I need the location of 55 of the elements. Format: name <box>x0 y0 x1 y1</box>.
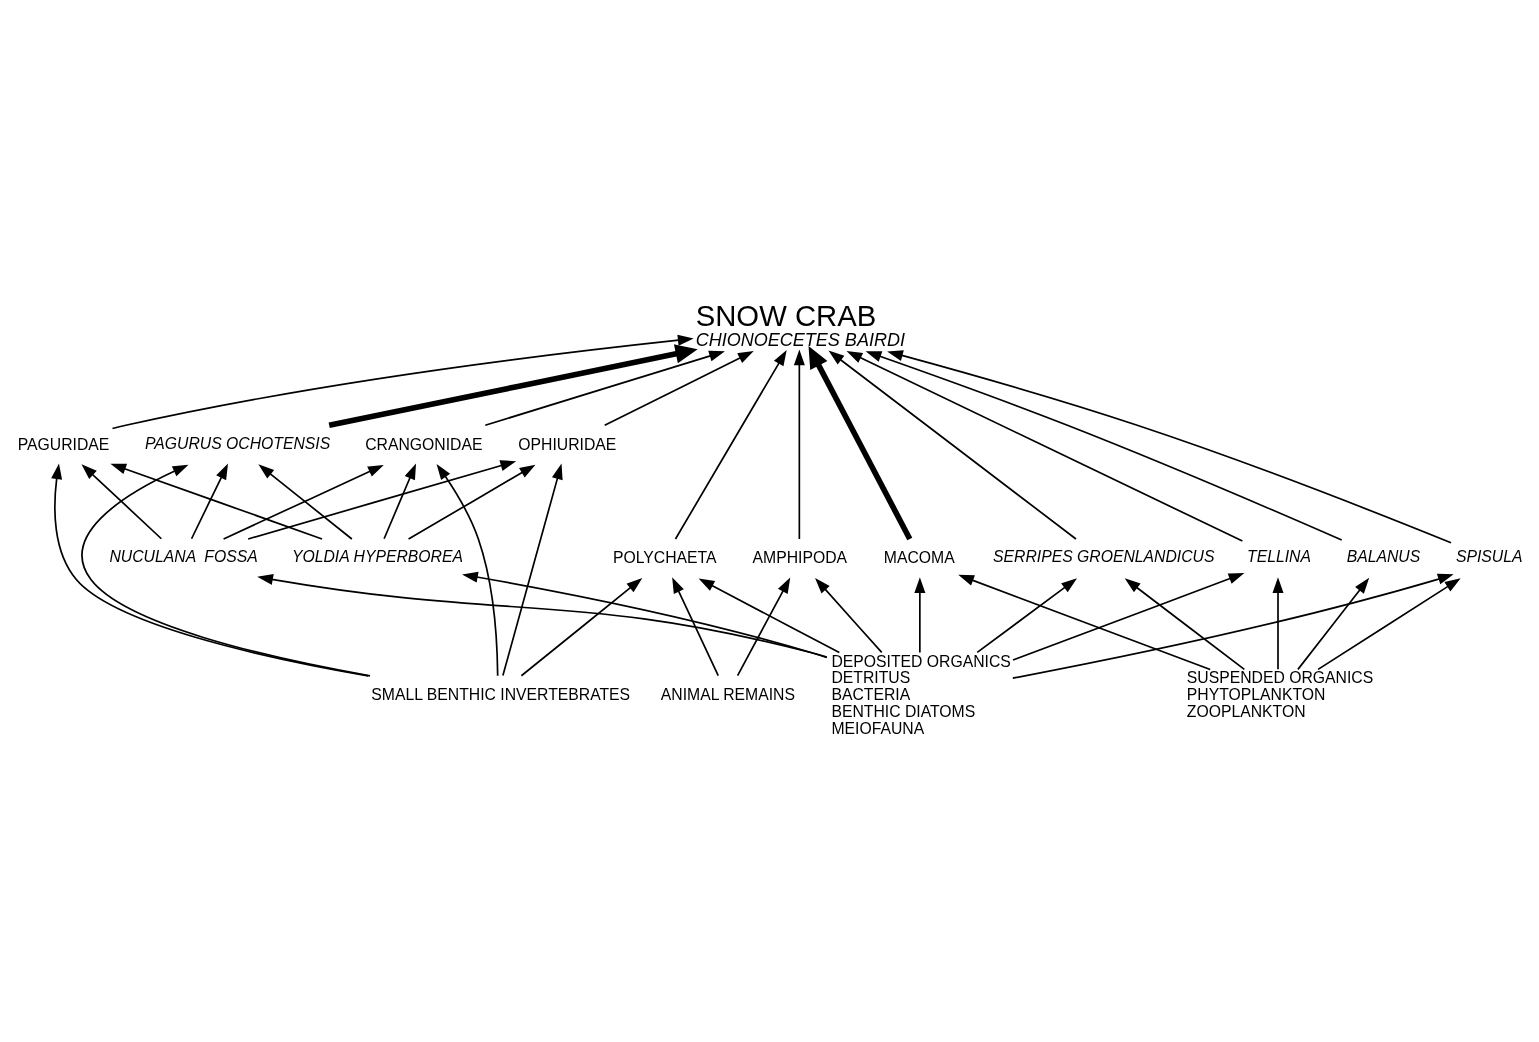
arrow <box>484 350 725 427</box>
arrow <box>698 578 841 654</box>
node-text: AMPHIPODA <box>752 549 848 567</box>
node-text: SUSPENDED ORGANICS PHYTOPLANKTON ZOOPLANKTON <box>1186 669 1374 721</box>
arrow <box>846 351 1244 542</box>
arrow <box>603 351 754 427</box>
arrow <box>190 463 228 540</box>
arrow <box>793 349 805 540</box>
arrow <box>110 463 323 540</box>
arrow <box>502 463 563 677</box>
node-text: TELLINA <box>1247 548 1311 566</box>
node-text: DEPOSITED ORGANICS DETRITUS BACTERIA BENTHIC DIATOMS MEIOFAUNA <box>831 652 1011 738</box>
arrow <box>257 574 828 658</box>
arrow <box>1011 573 1454 679</box>
arrow <box>815 577 883 654</box>
arrow <box>247 460 517 540</box>
node-text: ANIMAL REMAINS <box>660 686 796 704</box>
arrow <box>808 345 913 541</box>
arrow <box>865 351 1343 541</box>
node-text: SNOW CRAB CHIONOECETES BAIRDI <box>695 298 905 351</box>
node-text: SPISULA <box>1455 548 1523 566</box>
arrow <box>407 464 536 540</box>
arrow <box>1317 578 1461 671</box>
arrow <box>111 334 694 430</box>
arrow <box>736 577 791 677</box>
arrow <box>1272 577 1284 671</box>
node-text: POLYCHAETA <box>612 549 717 567</box>
arrow <box>436 463 499 677</box>
node-text: SERRIPES GROENLANDICUS <box>993 548 1215 566</box>
node-text: MACOMA <box>883 549 955 567</box>
node-text: PAGURIDAE <box>17 435 110 453</box>
arrow <box>828 350 1077 540</box>
arrow <box>383 463 417 540</box>
arrow <box>674 349 787 540</box>
node-text: SMALL BENTHIC INVERTEBRATES <box>371 686 631 704</box>
arrow <box>258 464 353 540</box>
arrow <box>958 574 1212 671</box>
arrow <box>462 571 828 659</box>
node-text: NUCULANA FOSSA <box>109 548 258 566</box>
node-text: OPHIURIDAE <box>518 435 617 453</box>
arrow <box>672 577 720 677</box>
arrow <box>222 464 384 540</box>
node-text: YOLDIA HYPERBOREA <box>291 548 463 566</box>
arrow <box>1012 573 1245 661</box>
arrow <box>914 577 926 654</box>
arrow <box>887 350 1452 544</box>
arrow <box>1124 578 1246 671</box>
arrow <box>520 578 643 677</box>
node-text: BALANUS <box>1346 548 1421 566</box>
arrow <box>328 344 698 428</box>
arrow <box>976 578 1078 654</box>
arrow <box>1297 577 1370 671</box>
node-text: PAGURUS OCHOTENSIS <box>144 434 331 452</box>
node-text: CRANGONIDAE <box>365 435 483 453</box>
arrow <box>81 464 163 540</box>
